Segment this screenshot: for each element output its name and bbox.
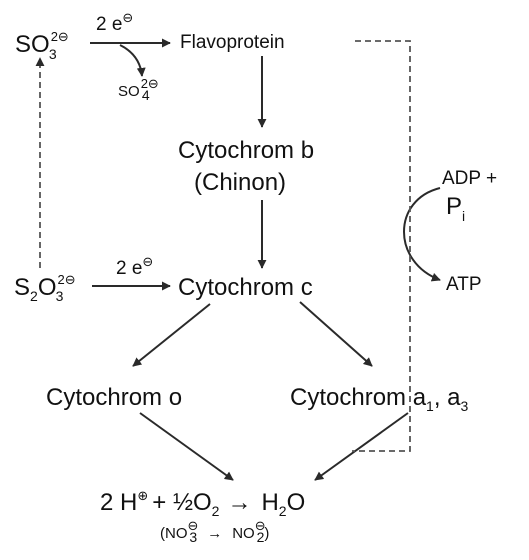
dashed-bypass-flavoprotein-to-water: [352, 40, 411, 452]
arrow-to-sulfate: [119, 44, 146, 77]
arrow-cytochrom-o-to-water: [139, 412, 234, 481]
arrow-cytochrom-c-to-cytochrom-o: [132, 303, 211, 367]
node-cytochrom-c: Cytochrom c: [178, 274, 313, 301]
node-nitrate-note: (NO⊖3→NO⊖2): [160, 518, 269, 545]
node-reaction: 2 H⊕+ ½O2→H2O: [100, 488, 305, 519]
edge-label-thiosulfate-electrons: 2 e⊖: [116, 254, 153, 279]
dashed-links: [35, 40, 411, 452]
edges: [90, 38, 441, 481]
node-atp: ATP: [446, 274, 482, 295]
node-sulfite: SO2⊖3: [15, 29, 69, 62]
node-sulfate: SO2⊖4: [118, 76, 159, 103]
node-cytochrom-a: Cytochrom a1, a3: [290, 384, 469, 414]
node-pi: Pi: [446, 193, 465, 224]
node-adp: ADP +: [442, 168, 497, 189]
node-cytochrom-b: Cytochrom b: [178, 137, 314, 164]
node-flavoprotein: Flavoprotein: [180, 32, 285, 53]
node-cytochrom-o: Cytochrom o: [46, 384, 182, 411]
node-chinon: (Chinon): [194, 169, 286, 196]
arrow-cytochrom-a-to-water: [314, 412, 409, 481]
node-thiosulfate: S2O2⊖3: [14, 272, 76, 304]
edge-label-sulfite-electrons: 2 e⊖: [96, 10, 133, 35]
arrow-cytochrom-c-to-cytochrom-a: [299, 301, 373, 367]
arrow-adp-to-atp: [403, 187, 441, 282]
